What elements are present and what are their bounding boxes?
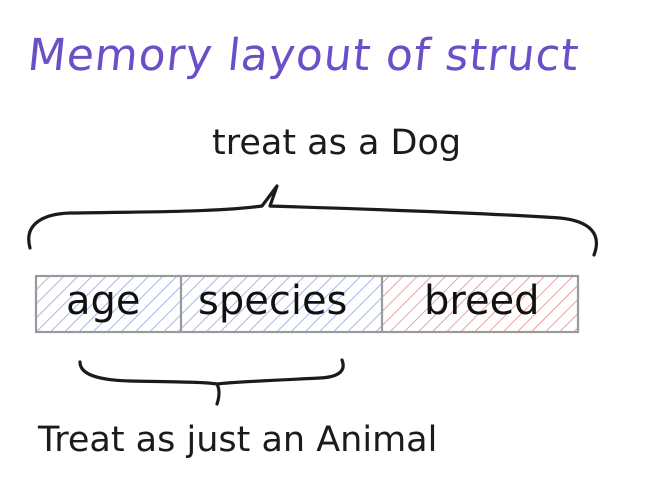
- animal-annotation: Treat as just an Animal: [38, 420, 438, 460]
- field-label-age: age: [66, 278, 141, 324]
- animal-brace: [78, 358, 345, 406]
- age-cell: [36, 276, 181, 332]
- field-label-breed: breed: [424, 278, 540, 324]
- field-label-species: species: [198, 278, 348, 324]
- species-cell: [181, 276, 382, 332]
- dog-annotation: treat as a Dog: [212, 123, 462, 163]
- struct-outline: [34, 274, 580, 334]
- dog-brace: [27, 184, 598, 257]
- breed-cell: [382, 276, 578, 332]
- diagram-title: Memory layout of struct: [25, 30, 582, 81]
